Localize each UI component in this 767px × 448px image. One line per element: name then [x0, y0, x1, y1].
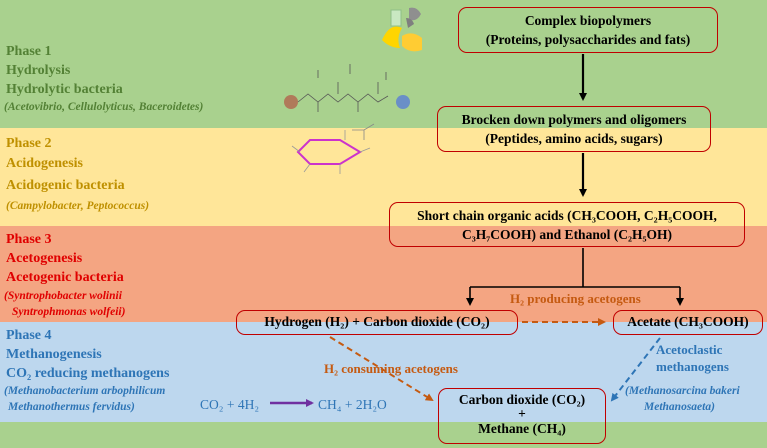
h2-producing-label: H₂ producing acetogens — [510, 291, 641, 306]
products-methane: Methane (CH₄) — [478, 421, 566, 436]
phase2-examples: (Campylobacter, Peptococcus) — [6, 200, 150, 212]
phase1-process: Hydrolysis — [6, 63, 71, 78]
acetoclastic-examples-line1: (Methanosarcina bakeri — [625, 385, 740, 397]
hydrogen-co2-box: Hydrogen (H₂) + Carbon dioxide (CO₂) — [236, 310, 518, 335]
phase2-organisms: Acidogenic bacteria — [6, 178, 125, 193]
phase4-examples-line1: (Methanobacterium arbophilicum — [4, 385, 166, 397]
phase1-title: Phase 1 — [6, 44, 52, 59]
phase3-organisms: Acetogenic bacteria — [6, 270, 124, 285]
products-plus: + — [518, 406, 526, 421]
acetoclastic-examples-line2: Methanosaeta) — [644, 401, 715, 413]
phase2-band — [0, 128, 767, 226]
biopolymers-subtitle: (Proteins, polysaccharides and fats) — [485, 32, 691, 47]
phase1-organisms: Hydrolytic bacteria — [6, 82, 123, 97]
phase4-organisms: CO₂ reducing methanogens — [6, 366, 170, 381]
phase3-title: Phase 3 — [6, 232, 52, 247]
acetate-label: Acetate (CH₃COOH) — [627, 314, 749, 329]
phase4-title: Phase 4 — [6, 328, 52, 343]
oligomers-title: Brocken down polymers and oligomers — [461, 112, 687, 127]
phase3-process: Acetogenesis — [6, 251, 83, 266]
glucose-molecule-icon — [291, 123, 375, 174]
arrow-acids-split — [470, 248, 680, 288]
oligomers-box: Brocken down polymers and oligomers (Pep… — [437, 106, 711, 152]
phase3-band — [0, 226, 767, 322]
bottom-band — [0, 422, 767, 448]
oligomers-subtitle: (Peptides, amino acids, sugars) — [485, 131, 663, 146]
complex-biopolymers-box: Complex biopolymers (Proteins, polysacch… — [458, 7, 718, 53]
h2-consuming-label: H₂ consuming acetogens — [324, 361, 458, 376]
food-waste-icon — [382, 7, 422, 52]
phase1-examples: (Acetovibrio, Cellulolyticus, Baceroidet… — [4, 101, 204, 113]
arrow-acetoclastic — [610, 337, 661, 402]
arrow-h2-consuming — [329, 336, 434, 402]
reaction-products: CH₄ + 2H₂O — [318, 397, 387, 412]
products-box: Carbon dioxide (CO₂) + Methane (CH₄) — [438, 388, 606, 444]
products-co2: Carbon dioxide (CO₂) — [458, 392, 586, 407]
phase2-process: Acidogenesis — [6, 156, 83, 171]
organic-acids-box: Short chain organic acids (CH₃COOH, C₂H₅… — [389, 202, 745, 247]
acetoclastic-label-line1: Acetoclastic — [656, 342, 723, 357]
phase4-examples-line2: Methanothermus fervidus) — [8, 401, 135, 413]
hydrogen-co2-label: Hydrogen (H₂) + Carbon dioxide (CO₂) — [264, 314, 490, 329]
phase3-examples-line1: (Syntrophobacter wolinii — [4, 290, 122, 302]
phase4-process: Methanogenesis — [6, 347, 102, 362]
acetate-box: Acetate (CH₃COOH) — [613, 310, 763, 335]
reaction-reactants: CO₂ + 4H₂ — [200, 397, 260, 412]
phase2-title: Phase 2 — [6, 136, 52, 151]
phase3-examples-line2: Syntrophmonas wolfeii) — [12, 306, 126, 318]
phase4-band — [0, 322, 767, 422]
acids-line2: C₃H₇COOH) and Ethanol (C₂H₅OH) — [461, 227, 673, 242]
peptide-molecule-icon — [284, 64, 410, 112]
acids-line1: Short chain organic acids (CH₃COOH, C₂H₅… — [417, 208, 717, 223]
acetoclastic-label-line2: methanogens — [656, 359, 729, 374]
biopolymers-title: Complex biopolymers — [524, 13, 652, 28]
